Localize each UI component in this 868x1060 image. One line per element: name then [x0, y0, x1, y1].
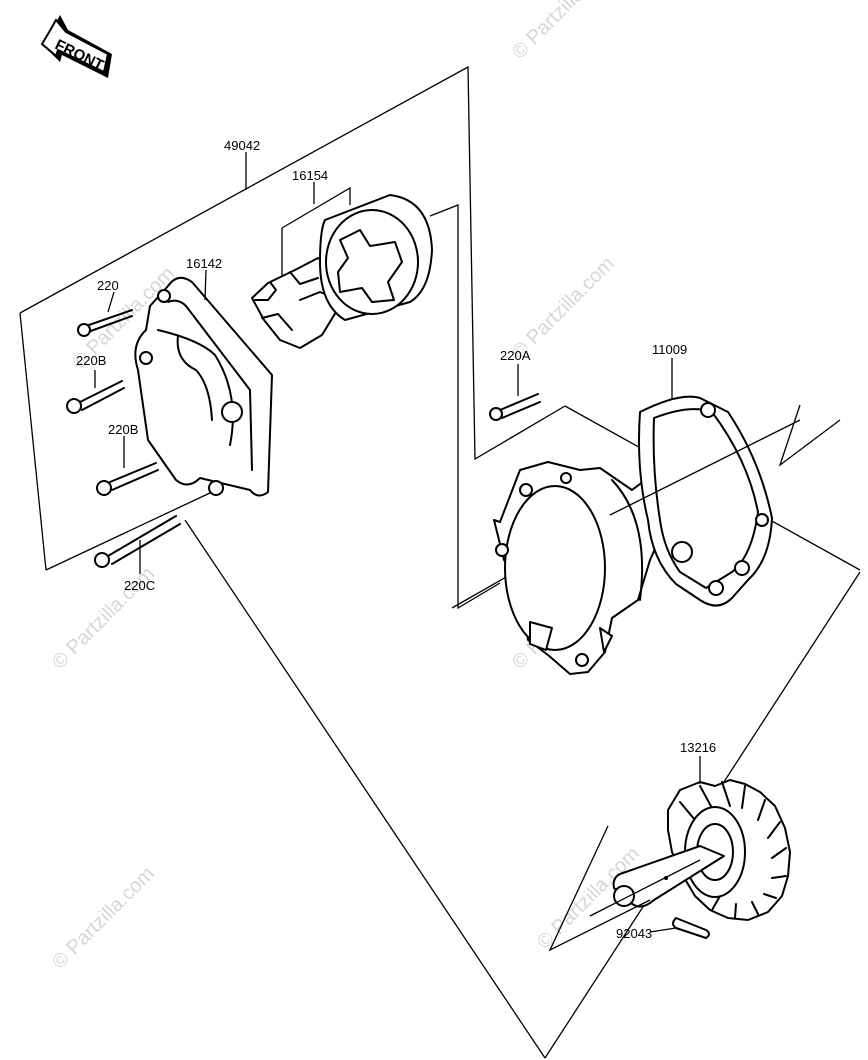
pump-cover	[134, 276, 273, 497]
gasket	[638, 395, 773, 607]
screw-220b-upper	[66, 380, 125, 414]
watermark: © Partzilla.com	[508, 0, 619, 64]
part-labels: 49042 16154 16142 220 220B 220B 220C 220…	[76, 138, 716, 941]
part-number-16142[interactable]: 16142	[186, 256, 222, 271]
shaft-axis-arrow	[548, 825, 651, 952]
shaft-axis	[589, 859, 701, 917]
dowel-pin	[672, 917, 710, 939]
part-number-220c[interactable]: 220C	[124, 578, 155, 593]
watermark: © Partzilla.com	[48, 863, 159, 974]
part-number-11009[interactable]: 11009	[652, 342, 687, 357]
part-number-220b[interactable]: 220B	[76, 353, 106, 368]
screw-220c	[94, 515, 181, 568]
part-number-220[interactable]: 220	[97, 278, 119, 293]
center-axis	[609, 419, 801, 516]
front-arrow-icon: FRONT	[40, 15, 112, 78]
part-number-16154[interactable]: 16154	[292, 168, 328, 183]
part-number-49042[interactable]: 49042	[224, 138, 260, 153]
part-number-13216[interactable]: 13216	[680, 740, 716, 755]
screw-220a	[489, 393, 541, 421]
screw-220b-lower	[96, 462, 159, 496]
axis-arrow	[778, 404, 841, 467]
leader-lines	[94, 152, 701, 933]
pump-body	[493, 461, 677, 675]
watermark: © Partzilla.com	[508, 253, 619, 364]
outer-rotor	[319, 194, 433, 321]
screw-220	[77, 309, 133, 337]
part-number-92043[interactable]: 92043	[616, 926, 652, 941]
part-number-220a[interactable]: 220A	[500, 348, 531, 363]
part-number-220b[interactable]: 220B	[108, 422, 138, 437]
gear-shaft	[612, 779, 791, 921]
